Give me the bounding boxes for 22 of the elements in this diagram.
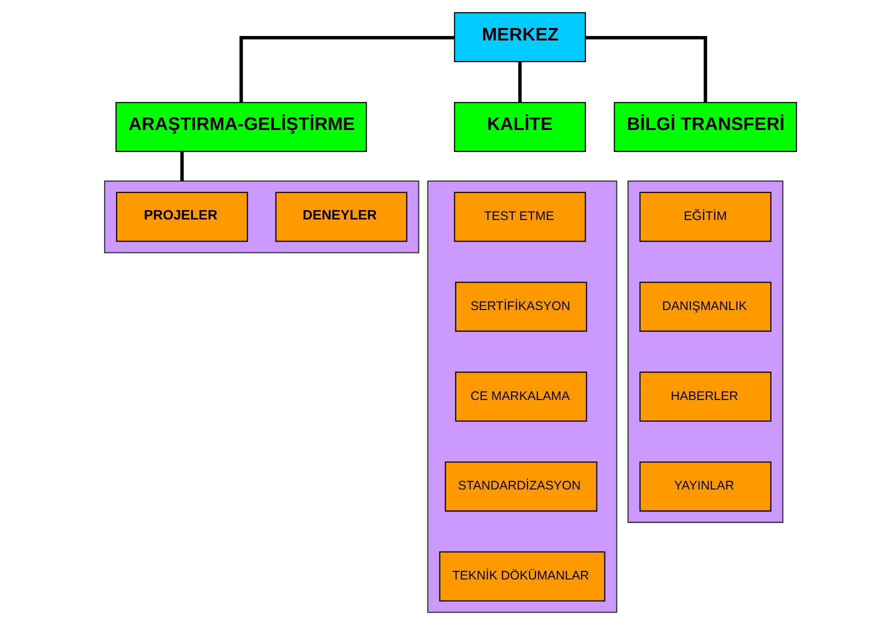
- node-box: YAYINLAR: [639, 462, 772, 512]
- node-box: PROJELER: [116, 192, 248, 242]
- node-box: TEKNİK DÖKÜMANLAR: [439, 551, 606, 602]
- cluster: [104, 180, 420, 254]
- node-box: TEST ETME: [454, 192, 586, 242]
- node-box: DANIŞMANLIK: [639, 282, 772, 332]
- node-box: HABERLER: [639, 372, 772, 422]
- node-box: CE MARKALAMA: [455, 372, 588, 422]
- node-box: SERTİFİKASYON: [455, 282, 588, 332]
- node-box: STANDARDİZASYON: [444, 462, 598, 512]
- connector: [586, 36, 708, 102]
- node-box: KALİTE: [454, 102, 586, 152]
- connector: [180, 152, 184, 182]
- connector: [239, 36, 454, 102]
- node-box: ARAŞTIRMA-GELİŞTİRME: [115, 102, 367, 152]
- cluster: [627, 180, 784, 523]
- node-box: BİLGİ TRANSFERİ: [614, 102, 798, 152]
- node-box: MERKEZ: [454, 12, 586, 62]
- node-box: DENEYLER: [275, 192, 408, 242]
- connector: [518, 62, 522, 102]
- cluster: [427, 180, 618, 613]
- node-box: EĞİTİM: [639, 192, 772, 242]
